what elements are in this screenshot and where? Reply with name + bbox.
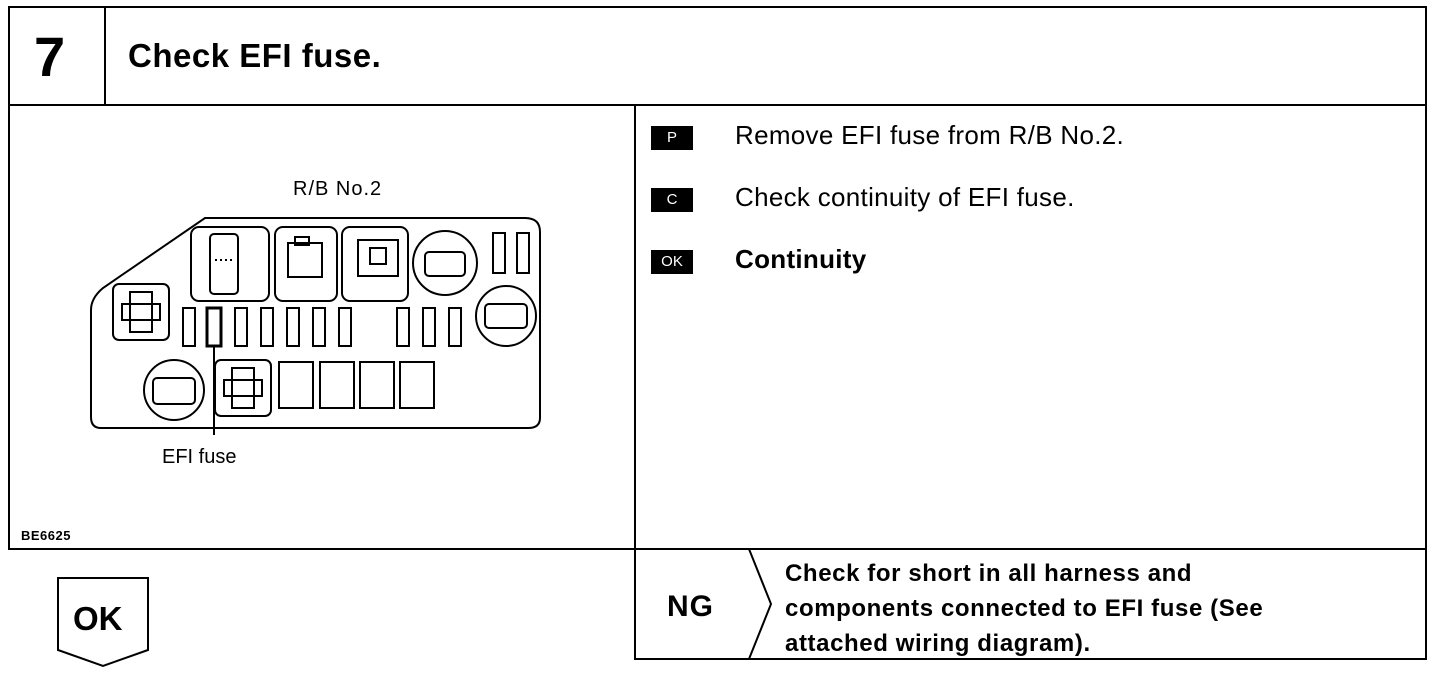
check-text: Check continuity of EFI fuse. bbox=[735, 182, 1075, 212]
procedure-text: Remove EFI fuse from R/B No.2. bbox=[735, 120, 1125, 150]
ok-criteria-text: Continuity bbox=[735, 244, 867, 274]
diagram-title: R/B No.2 bbox=[293, 178, 383, 200]
ng-arrow-divider bbox=[748, 549, 773, 659]
step-title: Check EFI fuse. bbox=[128, 37, 382, 74]
step-number-divider bbox=[104, 6, 106, 106]
figure-code: BE6625 bbox=[21, 528, 71, 543]
relay-block-diagram bbox=[90, 217, 541, 435]
ng-result-label: NG bbox=[667, 590, 714, 623]
ng-action-line: components connected to EFI fuse (See bbox=[785, 595, 1264, 622]
ng-action-line: Check for short in all harness and bbox=[785, 560, 1193, 587]
ng-action-text: Check for short in all harness and compo… bbox=[785, 556, 1263, 661]
ng-result-box bbox=[634, 548, 1427, 660]
ok-result-label: OK bbox=[73, 600, 123, 637]
ok-arrow-shape bbox=[57, 577, 149, 668]
efi-fuse-callout: EFI fuse bbox=[162, 446, 237, 468]
ok-tag: OK bbox=[651, 250, 693, 274]
check-tag: C bbox=[651, 188, 693, 212]
procedure-tag: P bbox=[651, 126, 693, 150]
body-divider bbox=[634, 104, 636, 550]
step-number: 7 bbox=[34, 25, 66, 88]
ng-action-line: attached wiring diagram). bbox=[785, 630, 1091, 657]
